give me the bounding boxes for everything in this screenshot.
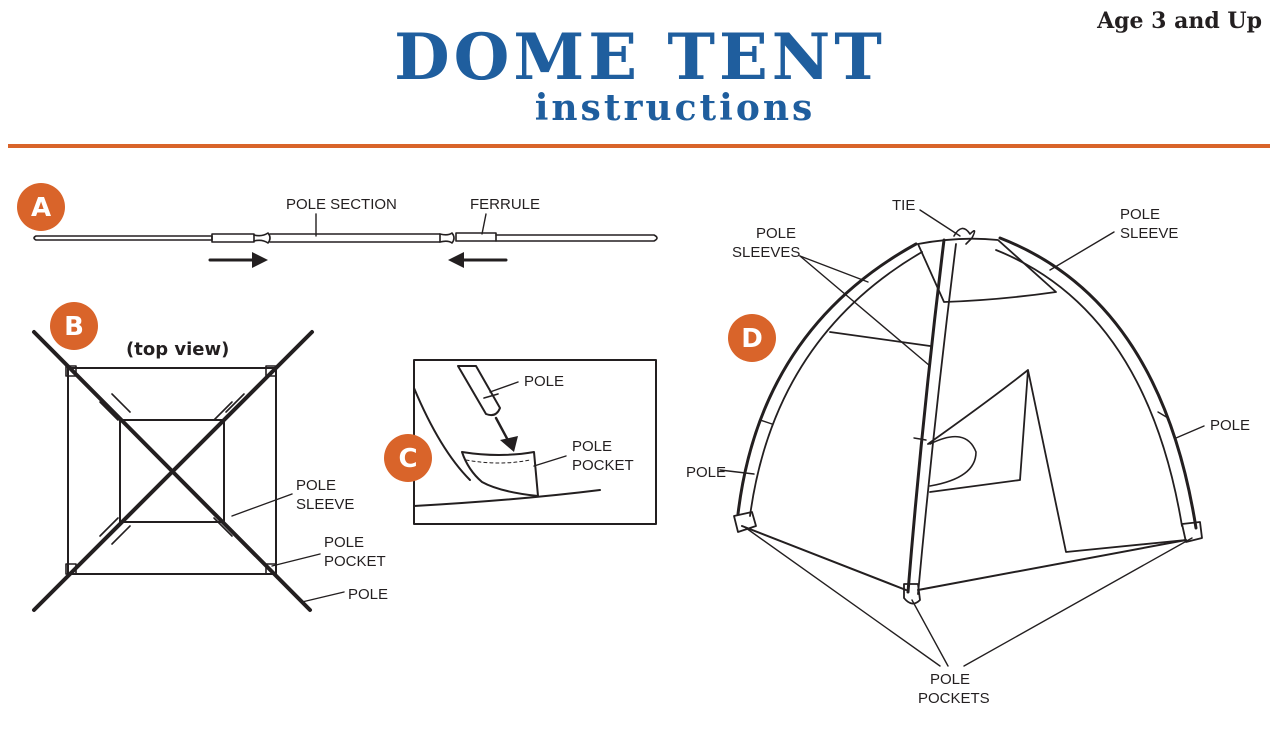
pole-sleeves-leader-2 bbox=[799, 255, 931, 367]
tent-top-panel bbox=[917, 237, 1057, 303]
pole-sleeve-leader-d bbox=[1049, 231, 1115, 271]
step-b-diagram bbox=[32, 330, 345, 612]
label-b-pole-pocket-1: POLE bbox=[324, 534, 364, 551]
pole-joint-left bbox=[253, 232, 271, 244]
badge-c: C bbox=[384, 434, 432, 482]
tent-bottom-edge bbox=[413, 489, 601, 507]
label-top-view: (top view) bbox=[126, 339, 229, 360]
svg-text:B: B bbox=[64, 312, 84, 342]
label-d-tie: TIE bbox=[892, 197, 915, 214]
tent-floor-outer bbox=[67, 367, 277, 575]
tie-knot bbox=[953, 227, 976, 245]
page-title: DOME TENT bbox=[394, 20, 886, 95]
badge-b: B bbox=[50, 302, 98, 350]
pole-joint-right bbox=[439, 232, 455, 244]
badge-d: D bbox=[728, 314, 776, 362]
step-a-diagram bbox=[33, 213, 658, 268]
label-d-pole-pockets-1: POLE bbox=[930, 671, 970, 688]
label-c-pole-pocket-2: POCKET bbox=[572, 457, 634, 474]
step-d-diagram bbox=[719, 209, 1205, 667]
arrow-right-head-icon bbox=[252, 252, 268, 268]
svg-text:D: D bbox=[741, 324, 763, 354]
arch-pole-left-outer bbox=[736, 242, 918, 516]
pole-pockets-d bbox=[733, 511, 1203, 605]
label-d-pole-right: POLE bbox=[1210, 417, 1250, 434]
label-b-pole-sleeve-1: POLE bbox=[296, 477, 336, 494]
pole-section-middle bbox=[269, 233, 441, 243]
tent-floor-right bbox=[917, 539, 1187, 591]
label-b-pole: POLE bbox=[348, 586, 388, 603]
ferrule-right bbox=[455, 232, 497, 242]
pole-pocket-c bbox=[461, 451, 539, 497]
pole-pockets-b bbox=[65, 365, 277, 575]
badge-a: A bbox=[17, 183, 65, 231]
arch-pole-right-inner bbox=[995, 249, 1183, 527]
pole-sleeves-leader-1 bbox=[799, 255, 869, 283]
left-panel-seam bbox=[829, 331, 931, 347]
pole-pockets-leader-3 bbox=[963, 537, 1193, 667]
label-ferrule: FERRULE bbox=[470, 196, 540, 213]
pole-left-leader-d bbox=[719, 469, 755, 475]
pole-pockets-leader-2 bbox=[911, 599, 949, 667]
svg-text:C: C bbox=[398, 444, 417, 474]
arch-pole-front-outer bbox=[906, 238, 946, 594]
pole-c-tip bbox=[483, 393, 499, 399]
tent-floor-inner bbox=[119, 419, 225, 523]
tent-floor-left bbox=[741, 525, 907, 591]
tent-door bbox=[927, 369, 1187, 553]
pole-sleeve-marks bbox=[759, 411, 1169, 441]
label-d-pole-sleeves-1: POLE bbox=[756, 225, 796, 242]
header-divider bbox=[8, 144, 1270, 148]
pole-pocket-leader-b bbox=[271, 553, 321, 567]
svg-text:A: A bbox=[31, 193, 51, 223]
pole-c bbox=[457, 365, 501, 417]
label-c-pole-pocket-1: POLE bbox=[572, 438, 612, 455]
label-d-pole-left: POLE bbox=[686, 464, 726, 481]
label-b-pole-sleeve-2: SLEEVE bbox=[296, 496, 354, 513]
pole-leader-b bbox=[301, 591, 345, 603]
insert-arrow-head-icon bbox=[500, 436, 518, 452]
tie-leader bbox=[919, 209, 961, 237]
pole-pocket-c-stitch bbox=[465, 459, 531, 464]
label-d-pole-pockets-2: POCKETS bbox=[918, 690, 990, 707]
age-label: Age 3 and Up bbox=[1097, 8, 1262, 34]
ferrule-leader bbox=[481, 213, 487, 235]
label-b-pole-pocket-2: POCKET bbox=[324, 553, 386, 570]
pole-diagonal-2 bbox=[32, 330, 314, 612]
ferrule-left bbox=[211, 233, 255, 243]
label-pole-section: POLE SECTION bbox=[286, 196, 397, 213]
arrow-left-head-icon bbox=[448, 252, 464, 268]
label-d-pole-sleeve-2: SLEEVE bbox=[1120, 225, 1178, 242]
arch-pole-right-outer bbox=[998, 236, 1198, 530]
pole-right-leader-d bbox=[1175, 425, 1205, 439]
pole-sleeve-leader-b bbox=[231, 493, 293, 517]
pole-section-left bbox=[33, 235, 213, 241]
tent-door-flap bbox=[929, 435, 977, 487]
label-d-pole-sleeve-1: POLE bbox=[1120, 206, 1160, 223]
pole-leader-c bbox=[489, 381, 519, 393]
label-c-pole: POLE bbox=[524, 373, 564, 390]
label-d-pole-sleeves-2: SLEEVES bbox=[732, 244, 800, 261]
tent-wall-edge bbox=[413, 387, 471, 481]
arch-pole-front-inner bbox=[917, 243, 957, 595]
pole-pocket-leader-c bbox=[533, 455, 567, 467]
page-subtitle: instructions bbox=[534, 87, 816, 129]
pole-section-right bbox=[495, 234, 658, 242]
pole-pockets-leader-1 bbox=[745, 527, 941, 667]
arch-pole-left-inner bbox=[749, 251, 923, 517]
pole-sleeves bbox=[99, 393, 245, 545]
